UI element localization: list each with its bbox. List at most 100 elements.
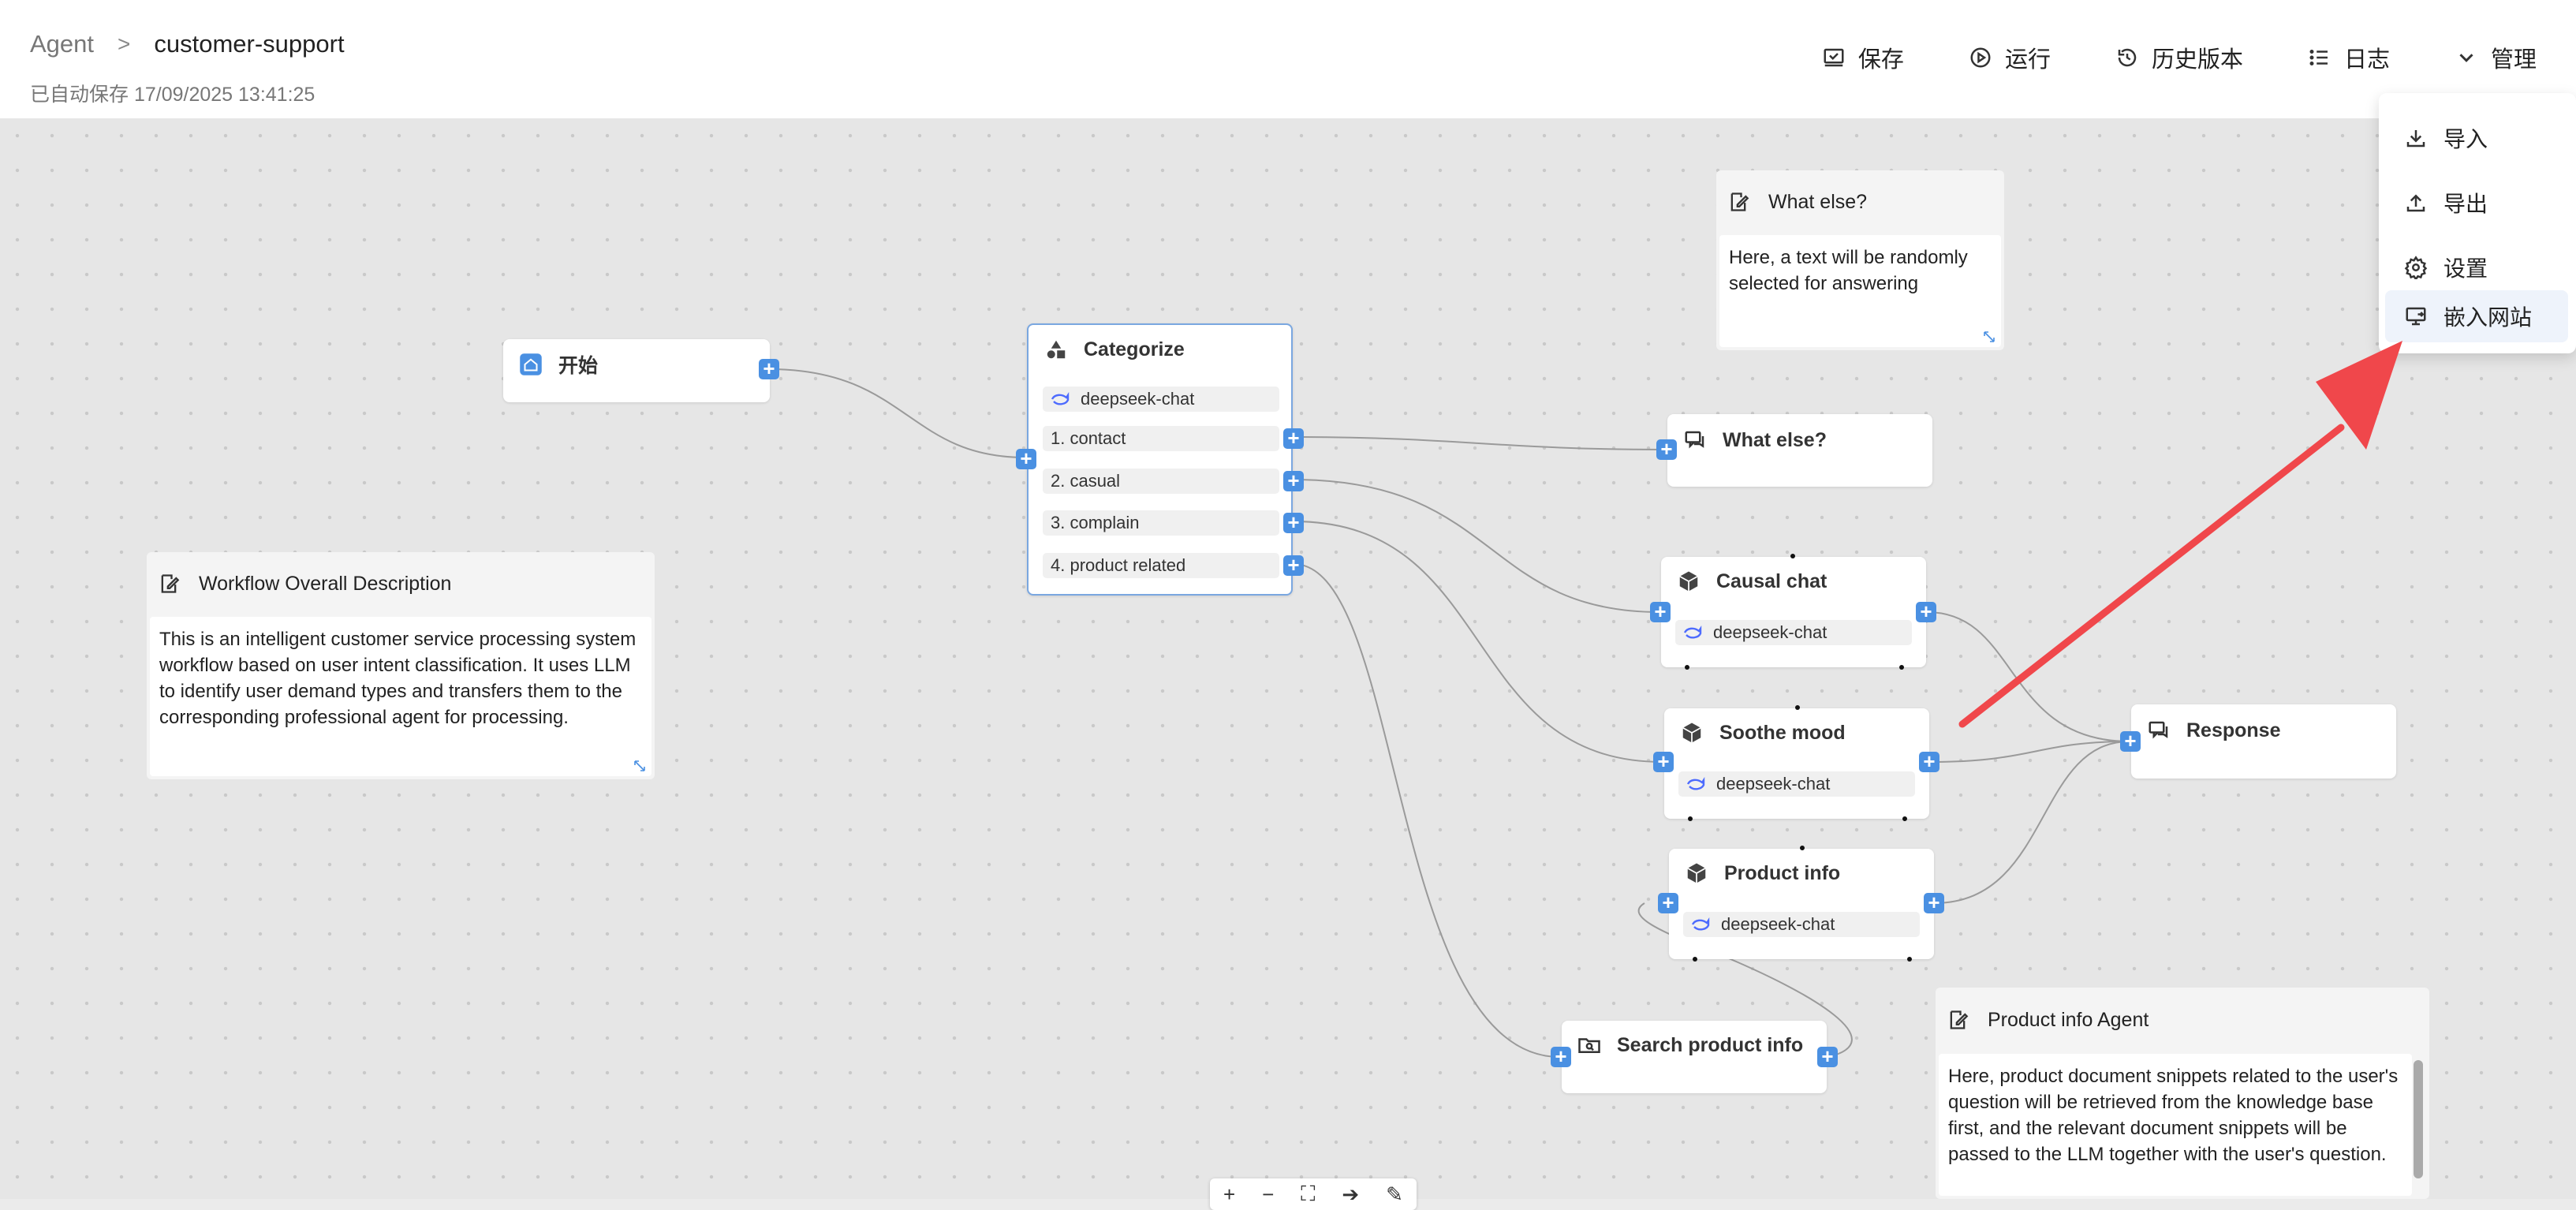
menu-item-embed[interactable]: 嵌入网站 (2385, 290, 2568, 342)
input-port[interactable]: + (1653, 751, 1674, 772)
embed-screen-icon (2406, 307, 2426, 326)
fit-view-icon[interactable]: ⛶ (1301, 1182, 1316, 1205)
canvas-controls: + − ⛶ ➔ ✎ (1210, 1178, 1417, 1210)
download-icon (2406, 130, 2425, 148)
node-title: Causal chat (1716, 570, 1827, 592)
node-header: Search product info (1577, 1033, 1803, 1057)
node-corner-dot (1907, 957, 1912, 962)
input-port[interactable]: + (1551, 1046, 1571, 1067)
chevron-down-icon (2459, 54, 2473, 62)
output-port-complain[interactable]: + (1283, 512, 1304, 533)
message-icon (2149, 721, 2168, 739)
node-title: Soothe mood (1719, 721, 1846, 744)
node-product-info[interactable]: Product info deepseek-chat + + (1658, 849, 1944, 959)
whale-icon (1686, 777, 1705, 790)
note-scrollbar[interactable] (2414, 1060, 2423, 1178)
edge-search-productinfo (1637, 902, 1853, 1058)
breadcrumb-separator: > (118, 32, 131, 56)
category-label: 3. complain (1051, 513, 1140, 532)
resize-handle-icon[interactable] (1982, 330, 1996, 344)
model-chip: deepseek-chat (1043, 387, 1279, 412)
folder-search-icon (1578, 1038, 1600, 1053)
edge-soothe-response (1928, 741, 2130, 763)
menu-item-import[interactable]: 导入 (2385, 112, 2568, 164)
zoom-out-icon[interactable]: − (1262, 1182, 1275, 1206)
output-port-casual[interactable]: + (1283, 470, 1304, 491)
node-header: Soothe mood (1680, 721, 1846, 745)
output-port[interactable]: + (1916, 601, 1936, 622)
menu-item-settings[interactable]: 设置 (2385, 241, 2568, 293)
model-name: deepseek-chat (1713, 622, 1827, 642)
note-body[interactable]: Here, a text will be randomly selected f… (1719, 235, 2001, 347)
note-body[interactable]: Here, product document snippets related … (1939, 1054, 2412, 1196)
note-workflow-description[interactable]: Workflow Overall Description This is an … (147, 552, 655, 779)
run-button[interactable]: 运行 (1969, 41, 2051, 74)
edge-contact-whatelse (1293, 436, 1667, 450)
menu-item-label: 嵌入网站 (2443, 305, 2533, 330)
note-header: Workflow Overall Description (158, 552, 451, 615)
input-port[interactable]: + (1016, 448, 1036, 469)
node-search-product-info[interactable]: Search product info + + (1551, 1021, 1838, 1093)
workflow-canvas[interactable] (0, 118, 2576, 1199)
node-header: Causal chat (1677, 570, 1827, 593)
whale-icon (1051, 392, 1070, 405)
manage-dropdown: 导入 导出 设置 嵌入网站 (2379, 93, 2576, 353)
gear-icon (2404, 256, 2428, 279)
node-causal-chat[interactable]: Causal chat deepseek-chat + + (1650, 557, 1936, 667)
input-port[interactable]: + (1656, 439, 1677, 460)
note-product-info-agent[interactable]: Product info Agent Here, product documen… (1936, 988, 2429, 1199)
output-port[interactable]: + (759, 358, 779, 379)
input-port[interactable]: + (1650, 601, 1671, 622)
top-header: Agent > customer-support 已自动保存 17/09/202… (0, 0, 2576, 118)
arrow-icon[interactable]: ➔ (1342, 1182, 1360, 1206)
node-what-else[interactable]: What else? + (1656, 414, 1932, 487)
resize-handle-icon[interactable] (633, 759, 647, 773)
input-port[interactable]: + (2120, 730, 2141, 752)
breadcrumb-agent-link[interactable]: Agent (30, 30, 95, 58)
node-soothe-mood[interactable]: Soothe mood deepseek-chat + + (1653, 708, 1939, 819)
log-button[interactable]: 日志 (2308, 41, 2390, 74)
save-button[interactable]: 保存 (1822, 41, 1904, 74)
zoom-in-icon[interactable]: + (1223, 1182, 1236, 1206)
message-icon (1685, 431, 1704, 449)
output-port[interactable]: + (1924, 892, 1944, 913)
menu-item-export[interactable]: 导出 (2385, 177, 2568, 229)
output-port[interactable]: + (1919, 751, 1939, 772)
whale-icon (1691, 917, 1710, 931)
node-start[interactable]: 开始 + (503, 339, 779, 402)
edge-complain-soothe (1293, 521, 1663, 763)
save-label: 保存 (1857, 47, 1904, 73)
node-header: 开始 (519, 350, 598, 379)
note-add-icon[interactable]: ✎ (1386, 1182, 1403, 1206)
note-title: Product info Agent (1988, 1008, 2149, 1031)
node-title: What else? (1723, 428, 1827, 451)
category-item: 3. complain (1043, 510, 1279, 536)
output-port-contact[interactable]: + (1283, 428, 1304, 449)
node-categorize[interactable]: Categorize deepseek-chat 1. contact 2. c… (1016, 323, 1304, 596)
history-button[interactable]: 历史版本 (2115, 41, 2243, 74)
node-corner-dot (1899, 665, 1904, 670)
cube-icon (1679, 571, 1698, 592)
manage-label: 管理 (2490, 47, 2537, 73)
note-header: What else? (1727, 170, 1867, 233)
model-name: deepseek-chat (1716, 774, 1831, 794)
cube-icon (1687, 863, 1706, 883)
category-label: 4. product related (1051, 555, 1186, 575)
note-what-else[interactable]: What else? Here, a text will be randomly… (1716, 170, 2004, 350)
edge-product-search (1293, 563, 1561, 1058)
note-edit-icon (1950, 1010, 1969, 1029)
edge-start-categorize (768, 368, 1026, 458)
history-label: 历史版本 (2151, 47, 2243, 73)
output-port-product[interactable]: + (1283, 555, 1304, 576)
play-icon (1970, 47, 1991, 68)
node-response[interactable]: Response + (2120, 704, 2396, 779)
output-port[interactable]: + (1817, 1046, 1838, 1067)
input-port[interactable]: + (1658, 892, 1678, 913)
model-chip: deepseek-chat (1675, 620, 1912, 645)
manage-button[interactable]: 管理 (2455, 41, 2537, 74)
note-body[interactable]: This is an intelligent customer service … (150, 617, 651, 776)
node-header: Categorize (1044, 338, 1185, 361)
note-header: Product info Agent (1947, 988, 2149, 1052)
save-icon (1824, 48, 1844, 67)
